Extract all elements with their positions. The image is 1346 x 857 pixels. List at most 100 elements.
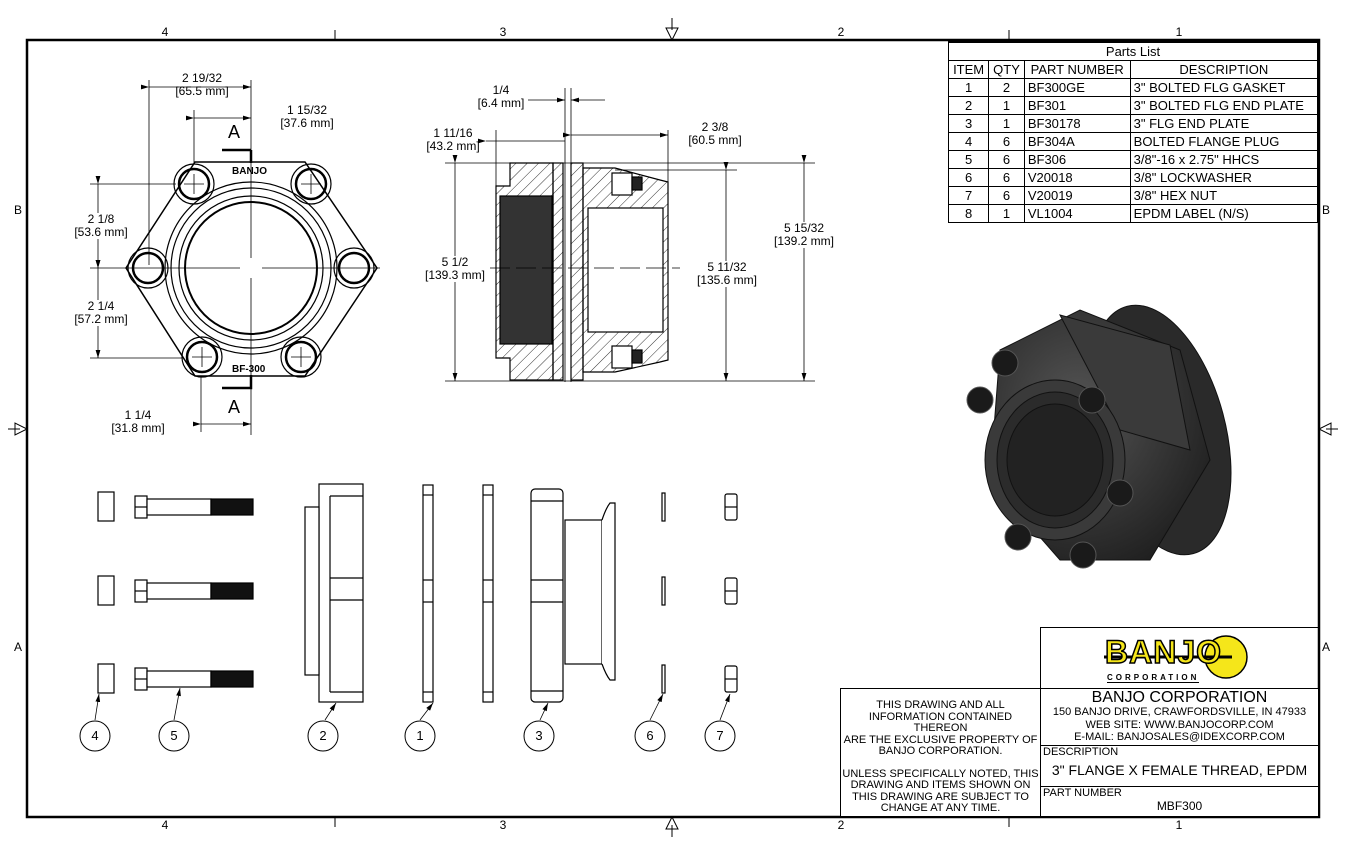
section-label-bottom: A	[228, 397, 241, 417]
end-plate-2	[304, 483, 364, 703]
cell-qty: 6	[988, 186, 1025, 205]
cell-description: 3" BOLTED FLG END PLATE	[1129, 96, 1319, 115]
dim-gasket-gap: 1/4 [6.4 mm]	[470, 84, 532, 110]
notice-line: THIS DRAWING AND ALL	[876, 699, 1005, 711]
cell-description: 3/8" LOCKWASHER	[1129, 168, 1319, 187]
dim-frac: 5 11/32	[707, 260, 747, 274]
zone-top-2: 2	[837, 25, 845, 39]
iso-render	[966, 304, 1232, 569]
company-website: WEB SITE: WWW.BANJOCORP.COM	[1085, 718, 1274, 731]
cell-part-number: V20018	[1023, 168, 1131, 187]
description-label: DESCRIPTION	[1043, 746, 1119, 758]
zone-bottom-1: 1	[1175, 818, 1183, 832]
col-qty: QTY	[988, 60, 1025, 79]
description-value: 3" FLANGE X FEMALE THREAD, EPDM	[1051, 762, 1308, 778]
section-label-top: A	[228, 122, 241, 142]
cell-description: BOLTED FLANGE PLUG	[1129, 132, 1319, 151]
col-item: ITEM	[947, 60, 990, 79]
balloon-item-6: 6	[646, 728, 654, 743]
cell-part-number: V20019	[1023, 186, 1131, 205]
part-number-value: MBF300	[1156, 799, 1203, 813]
dim-front-bottom: 1 1/4 [31.8 mm]	[107, 409, 169, 435]
dim-plate-depth: 1 11/16 [43.2 mm]	[421, 127, 485, 153]
cell-qty: 6	[988, 150, 1025, 169]
cell-part-number: VL1004	[1023, 204, 1131, 223]
cell-item: 6	[947, 168, 990, 187]
dim-mm: [31.8 mm]	[111, 421, 165, 435]
banjo-logo	[1104, 635, 1248, 679]
cell-description: 3/8"-16 x 2.75" HHCS	[1129, 150, 1319, 169]
cell-item: 1	[947, 78, 990, 97]
cell-description: EPDM LABEL (N/S)	[1129, 204, 1319, 223]
nuts	[724, 493, 738, 693]
cell-part-number: BF304A	[1023, 132, 1131, 151]
dim-front-width: 2 19/32 [65.5 mm]	[172, 72, 232, 98]
cell-qty: 2	[988, 78, 1025, 97]
emboss-model: BF-300	[232, 364, 266, 375]
zone-bottom-4: 4	[161, 818, 169, 832]
cell-item: 2	[947, 96, 990, 115]
dim-frac: 1 1/4	[124, 408, 152, 422]
front-view	[90, 80, 380, 435]
zone-right-a: A	[1321, 640, 1330, 654]
logo-box: BANJO CORPORATION	[1040, 627, 1319, 689]
dim-frac: 1 15/32	[286, 103, 328, 117]
dim-frac: 2 19/32	[181, 71, 223, 85]
dim-frac: 1 11/16	[433, 126, 473, 140]
balloon-item-3: 3	[535, 728, 543, 743]
zone-bottom-2: 2	[837, 818, 845, 832]
plugs	[97, 491, 115, 694]
part-number-label: PART NUMBER	[1043, 787, 1122, 799]
company-name: BANJO CORPORATION	[1091, 689, 1268, 706]
cell-description: 3" FLG END PLATE	[1129, 114, 1319, 133]
notice-line: BANJO CORPORATION.	[878, 745, 1003, 757]
balloon-circles	[79, 720, 736, 752]
cell-qty: 6	[988, 132, 1025, 151]
parts-list-table: Parts List ITEM QTY PART NUMBER DESCRIPT…	[947, 41, 1319, 223]
dim-frac: 5 1/2	[441, 255, 469, 269]
parts-list-header: ITEM QTY PART NUMBER DESCRIPTION	[947, 60, 1319, 79]
zone-top-1: 1	[1175, 25, 1183, 39]
description-box: DESCRIPTION 3" FLANGE X FEMALE THREAD, E…	[1040, 745, 1319, 787]
cell-item: 7	[947, 186, 990, 205]
notice-line: ARE THE EXCLUSIVE PROPERTY OF	[843, 733, 1038, 746]
zone-bottom-3: 3	[499, 818, 507, 832]
company-box: BANJO CORPORATION 150 BANJO DRIVE, CRAWF…	[1040, 688, 1319, 746]
bolts	[134, 495, 254, 691]
dim-overall-height-right: 5 15/32 [139.2 mm]	[769, 222, 839, 248]
cell-item: 4	[947, 132, 990, 151]
company-address: 150 BANJO DRIVE, CRAWFORDSVILLE, IN 4793…	[1052, 706, 1307, 718]
cell-item: 3	[947, 114, 990, 133]
dim-frac: 2 3/8	[701, 120, 729, 134]
zone-ticks	[8, 18, 1338, 837]
dim-mm: [65.5 mm]	[175, 84, 229, 98]
leader-lines	[94, 687, 731, 721]
notice-line: INFORMATION CONTAINED THEREON	[868, 710, 1013, 734]
cell-qty: 6	[988, 168, 1025, 187]
dim-mm: [135.6 mm]	[696, 273, 758, 287]
cell-qty: 1	[988, 114, 1025, 133]
dim-mm: [43.2 mm]	[426, 139, 480, 153]
notice-line: THIS DRAWING ARE SUBJECT TO	[852, 790, 1029, 803]
logo-subtitle: CORPORATION	[1107, 673, 1200, 683]
notice-line: CHANGE AT ANY TIME.	[880, 802, 1001, 814]
dim-front-lower: 2 1/4 [57.2 mm]	[70, 300, 132, 326]
balloon-item-7: 7	[716, 728, 724, 743]
cell-part-number: BF30178	[1023, 114, 1131, 133]
parts-list-title: Parts List	[948, 41, 1318, 61]
dim-mm: [139.2 mm]	[773, 234, 835, 248]
dim-flange-length: 2 3/8 [60.5 mm]	[683, 121, 747, 147]
cell-item: 5	[947, 150, 990, 169]
section-view	[445, 88, 815, 382]
part-number-box: PART NUMBER MBF300	[1040, 786, 1319, 817]
dim-mm: [60.5 mm]	[688, 133, 742, 147]
cell-part-number: BF300GE	[1023, 78, 1131, 97]
col-part-number: PART NUMBER	[1023, 60, 1131, 79]
cell-description: 3/8" HEX NUT	[1129, 186, 1319, 205]
